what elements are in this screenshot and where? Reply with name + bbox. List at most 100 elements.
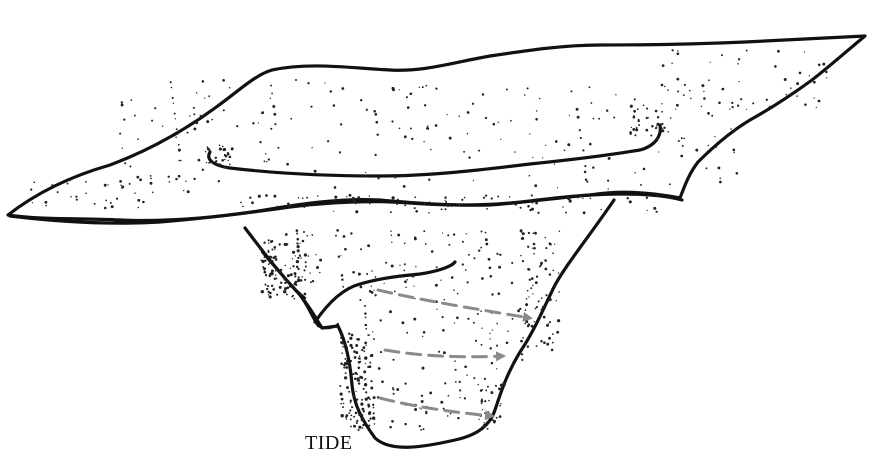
stipple-dot xyxy=(809,75,810,76)
stipple-dot xyxy=(270,128,272,130)
stipple-dot xyxy=(368,200,370,202)
stipple-dot xyxy=(364,305,366,307)
stipple-dot xyxy=(351,347,354,350)
stipple-dot xyxy=(33,182,35,184)
stipple-dot xyxy=(374,423,376,425)
stipple-dot xyxy=(207,148,210,151)
stipple-dot xyxy=(193,127,196,130)
stipple-dot xyxy=(682,145,684,147)
stipple-dot xyxy=(472,103,474,105)
stipple-dot xyxy=(273,113,276,116)
stipple-dot xyxy=(252,122,254,124)
stipple-dot xyxy=(248,212,250,214)
stipple-dot xyxy=(738,58,740,60)
stipple-dot xyxy=(663,127,665,129)
stipple-dot xyxy=(634,172,635,173)
stipple-dot xyxy=(373,412,375,414)
stipple-dot xyxy=(264,257,266,259)
stipple-dot xyxy=(258,195,261,198)
stipple-dot xyxy=(297,238,300,241)
stipple-dot xyxy=(552,342,554,344)
stipple-dot xyxy=(196,92,198,94)
stipple-dot xyxy=(545,294,547,296)
stipple-dot xyxy=(461,199,463,201)
stipple-dot xyxy=(524,343,525,344)
stipple-dot xyxy=(667,131,669,133)
stipple-dot xyxy=(358,357,360,359)
stipple-dot xyxy=(523,316,525,318)
stipple-dot xyxy=(485,389,487,391)
stipple-dot xyxy=(533,253,535,255)
stipple-dot xyxy=(525,320,528,323)
stipple-dot xyxy=(404,204,406,206)
stipple-dot xyxy=(390,230,392,232)
stipple-dot xyxy=(502,382,505,385)
stipple-dot xyxy=(419,407,420,408)
stipple-dot xyxy=(275,270,276,271)
stipple-dot xyxy=(485,243,488,246)
stipple-dot xyxy=(449,137,452,140)
stipple-dot xyxy=(297,292,298,293)
stipple-dot xyxy=(269,256,272,259)
stipple-dot xyxy=(341,274,344,277)
stipple-dot xyxy=(107,184,108,185)
stipple-dot xyxy=(368,425,370,427)
stipple-dot xyxy=(545,145,546,146)
stipple-dot xyxy=(361,399,363,401)
stipple-dot xyxy=(491,419,493,421)
stipple-dot xyxy=(399,265,400,266)
stipple-dot xyxy=(557,319,560,322)
stipple-dot xyxy=(690,98,692,100)
stipple-dot xyxy=(543,341,546,344)
stipple-dot xyxy=(344,344,346,346)
stipple-dot xyxy=(202,80,205,83)
stipple-dot xyxy=(267,285,269,287)
stipple-dot xyxy=(493,123,496,126)
stipple-dot xyxy=(289,285,292,288)
stipple-dot xyxy=(676,78,679,81)
stipple-dot xyxy=(577,116,580,119)
stipple-dot xyxy=(296,266,299,269)
stipple-dot xyxy=(667,89,669,91)
stipple-dot xyxy=(536,110,538,112)
stipple-dot xyxy=(136,176,139,179)
stipple-dot xyxy=(355,344,358,347)
stipple-dot xyxy=(279,286,282,289)
stipple-dot xyxy=(414,207,416,209)
stipple-dot xyxy=(123,118,125,120)
stipple-dot xyxy=(706,167,708,169)
stipple-dot xyxy=(634,134,636,136)
stipple-dot xyxy=(403,270,405,272)
stipple-dot xyxy=(487,428,489,430)
stipple-dot xyxy=(290,273,293,276)
stipple-dot xyxy=(341,278,343,280)
stipple-dot xyxy=(183,190,185,192)
stipple-dot xyxy=(372,404,374,406)
stipple-dot xyxy=(483,197,485,199)
stipple-dot xyxy=(488,400,490,402)
stipple-dot xyxy=(499,405,501,407)
stipple-dot xyxy=(365,363,366,364)
stipple-dot xyxy=(142,201,145,204)
stipple-dot xyxy=(722,88,725,91)
stipple-dot xyxy=(314,170,317,173)
stipple-dot xyxy=(714,136,715,137)
stipple-dot xyxy=(463,151,465,153)
stipple-dot xyxy=(643,105,645,107)
stipple-dot xyxy=(32,202,33,203)
stipple-dot xyxy=(427,128,429,130)
stipple-dot xyxy=(459,205,460,206)
stipple-dot xyxy=(373,290,374,291)
stipple-dot xyxy=(552,333,554,335)
stipple-dot xyxy=(363,370,366,373)
stipple-dot xyxy=(509,203,511,205)
stipple-dot xyxy=(527,205,530,208)
stipple-dot xyxy=(567,143,570,146)
stipple-dot xyxy=(307,255,309,257)
stipple-dot xyxy=(364,379,366,381)
stipple-dot xyxy=(428,178,430,180)
stipple-dot xyxy=(473,257,475,259)
stipple-dot xyxy=(440,401,443,404)
stipple-dot xyxy=(371,270,373,272)
stipple-dot xyxy=(297,257,299,259)
